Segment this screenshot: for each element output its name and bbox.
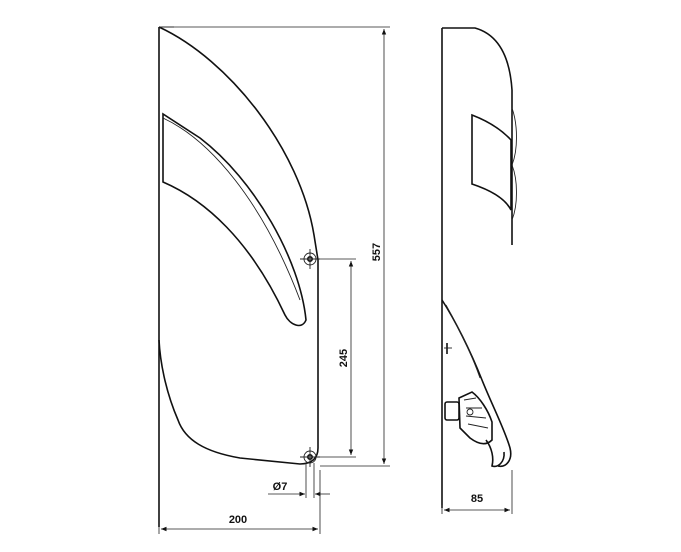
side-view-nozzle-assembly [444,391,505,468]
front-view-air-outlet [162,112,307,327]
side-view-marker [444,343,452,354]
dimension-width-label: 200 [229,514,247,526]
side-view-top [442,27,513,245]
side-view [441,27,517,508]
dimension-depth-label: 85 [471,493,483,505]
dimension-depth: 85 [441,470,513,514]
dimension-hole-diameter: Ø7 [268,463,330,498]
dimension-height-label: 557 [371,243,383,261]
dimension-height: 557 [162,26,390,467]
side-view-front-profile [511,107,517,221]
dimension-width: 200 [158,470,321,534]
front-view [158,26,320,527]
side-view-lower-inner [445,304,481,379]
front-view-body-outline [158,26,319,465]
dimension-hole-diameter-label: Ø7 [273,481,288,493]
dimension-hole-spacing-label: 245 [338,349,350,367]
front-view-air-outlet-edge [162,117,301,301]
side-view-grille [471,113,512,211]
dimension-hole-spacing: 245 [316,258,356,458]
